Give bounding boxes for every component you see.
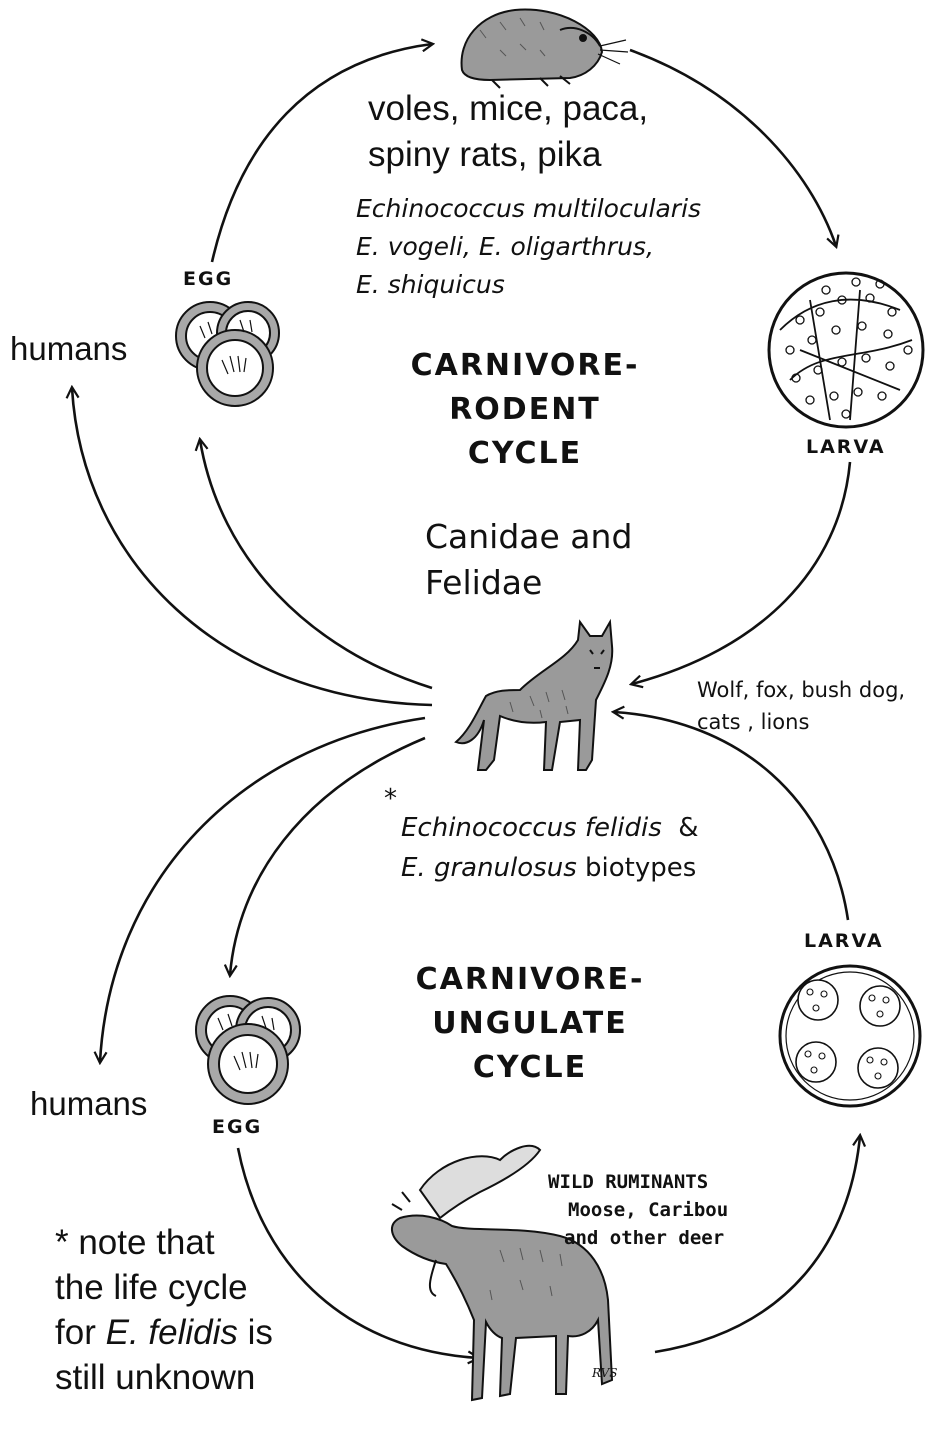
wolf-icon [456,622,612,770]
rodent-hosts: voles, mice, paca, spiny rats, pika [368,86,648,178]
footnote-species: E. felidis [106,1313,238,1352]
footnote-line1: * note that [55,1220,273,1265]
rodent-cycle-species: Echinococcus multilocularis E. vogeli, E… [356,190,701,304]
species-line-3: E. shiquicus [356,266,701,304]
species-line-1: Echinococcus multilocularis [356,190,701,228]
footnote: * note that the life cycle for E. felidi… [55,1220,273,1400]
humans-label-top: humans [10,330,127,368]
egg-label-bottom: EGG [212,1116,262,1138]
title-line-1: CARNIVORE- [400,344,650,388]
carnivore-rodent-cycle-title: CARNIVORE- RODENT CYCLE [400,344,650,476]
title-line-3: CYCLE [405,1046,655,1090]
arrow-larva-to-wolf [632,462,850,684]
title-line-2: UNGULATE [405,1002,655,1046]
larva-label-bottom: LARVA [804,930,884,952]
species-granulosus: E. granulosus [401,853,577,883]
carnivore-families: Canidae and Felidae [425,514,632,606]
examples-line1: Wolf, fox, bush dog, [697,674,905,706]
larva-label-top: LARVA [806,436,886,458]
ruminants-line1: Moose, Caribou [548,1196,728,1224]
footnote-line4: still unknown [55,1355,273,1400]
egg-cluster-icon [196,996,300,1104]
title-line-1: CARNIVORE- [405,958,655,1002]
larva-cyst-icon [780,966,920,1106]
ampersand: & [678,813,698,843]
examples-line2: cats , lions [697,706,905,738]
egg-label-top: EGG [183,268,233,290]
ungulate-cycle-species: Echinococcus felidis & E. granulosus bio… [401,808,699,888]
title-line-2: RODENT [400,388,650,432]
ruminants-line2: and other deer [548,1224,728,1252]
families-line2: Felidae [425,560,632,606]
carnivore-examples: Wolf, fox, bush dog, cats , lions [697,674,905,738]
families-line1: Canidae and [425,514,632,560]
wild-ruminants-label: WILD RUMINANTS Moose, Caribou and other … [548,1168,728,1252]
footnote-line2: the life cycle [55,1265,273,1310]
rodent-hosts-line1: voles, mice, paca, [368,86,648,132]
footnote-line3-post: is [248,1313,273,1352]
arrow-wolf-to-egg-bottom [230,738,425,975]
carnivore-ungulate-cycle-title: CARNIVORE- UNGULATE CYCLE [405,958,655,1090]
asterisk-mark: * [384,784,397,814]
footnote-line3-pre: for [55,1313,96,1352]
humans-label-bottom: humans [30,1085,147,1123]
biotypes-label: biotypes [585,853,696,883]
arrow-wolf-to-humans-top [72,388,432,705]
ruminants-title: WILD RUMINANTS [548,1168,728,1196]
title-line-3: CYCLE [400,432,650,476]
species-felidis: Echinococcus felidis [401,813,662,843]
species-line-2: E. vogeli, E. oligarthrus, [356,228,701,266]
artist-signature: RVS [592,1366,618,1380]
egg-cluster-icon [176,302,279,406]
rodent-hosts-line2: spiny rats, pika [368,132,648,178]
rodent-icon [462,10,628,88]
larva-cyst-icon [769,273,923,427]
